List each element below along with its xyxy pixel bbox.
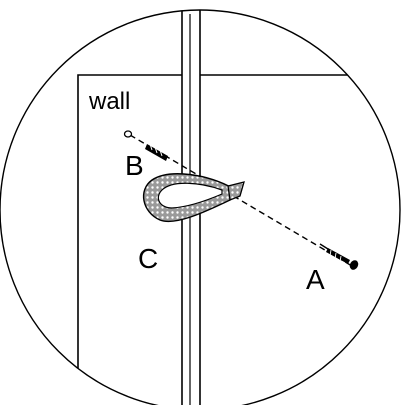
label-b: B: [125, 150, 144, 181]
wall: [77, 74, 400, 405]
strap-c: [142, 173, 245, 222]
label-c: C: [138, 243, 158, 274]
magnifier-circle: [0, 9, 401, 405]
label-a: A: [306, 264, 325, 295]
label-wall: wall: [88, 88, 130, 115]
magnified-view: [77, 10, 400, 405]
anchor-b: [123, 130, 168, 161]
screw-a: [319, 243, 359, 270]
